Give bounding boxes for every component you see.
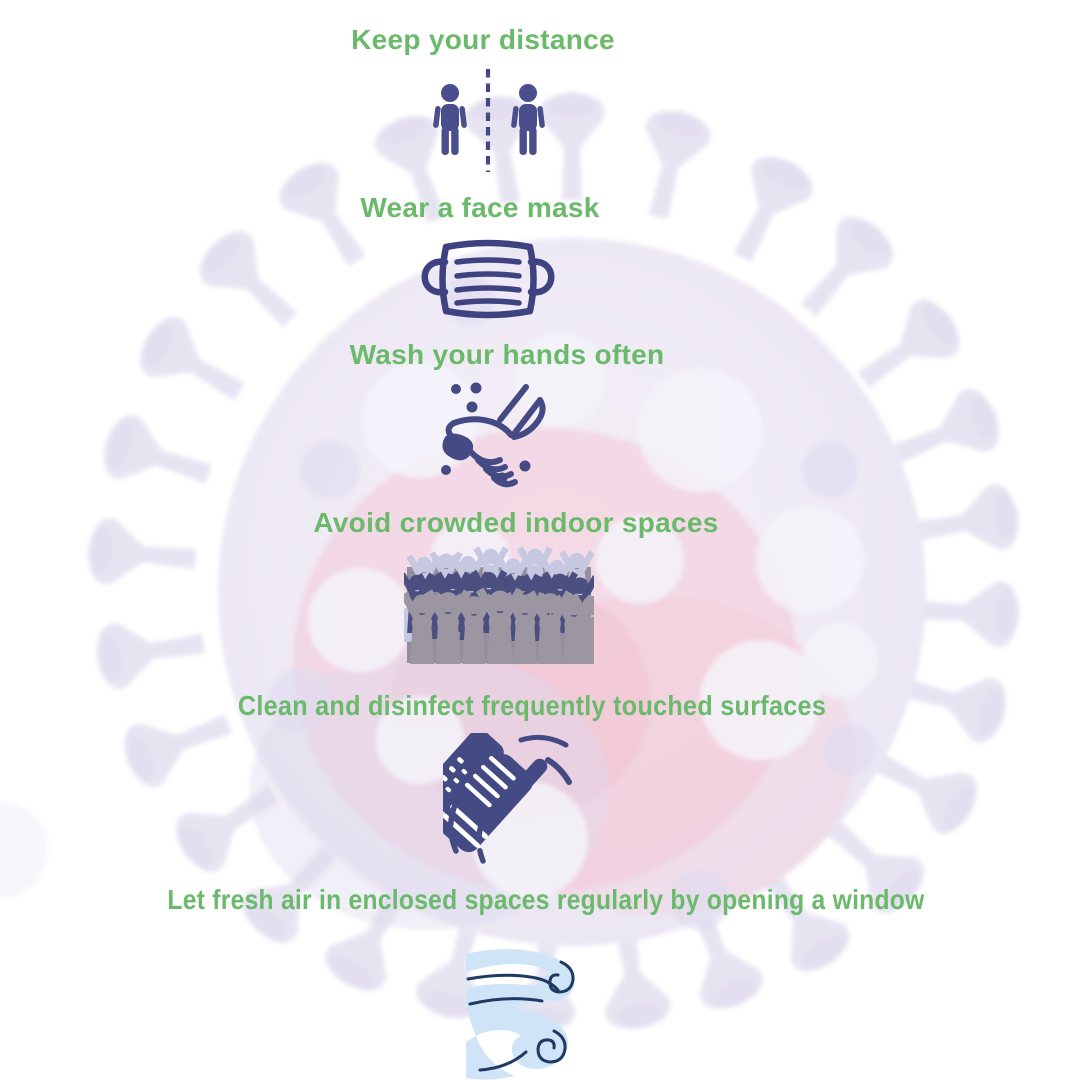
- surface-wiping-icon: [443, 733, 572, 864]
- section-title-clean-disinfect: Clean and disinfect frequently touched s…: [237, 690, 827, 721]
- hand-washing-icon: [441, 382, 546, 488]
- section-title-fresh-air: Let fresh air in enclosed spaces regular…: [167, 884, 925, 915]
- section-title-keep-distance: Keep your distance: [351, 24, 615, 55]
- section-title-face-mask: Wear a face mask: [360, 192, 600, 223]
- fresh-air-icon: [466, 949, 575, 1080]
- crowded-room-icon: [404, 546, 594, 664]
- section-title-wash-hands: Wash your hands often: [349, 339, 665, 370]
- section-title-avoid-crowds: Avoid crowded indoor spaces: [313, 507, 719, 538]
- face-mask-icon: [421, 239, 555, 319]
- social-distance-icon: [433, 69, 545, 172]
